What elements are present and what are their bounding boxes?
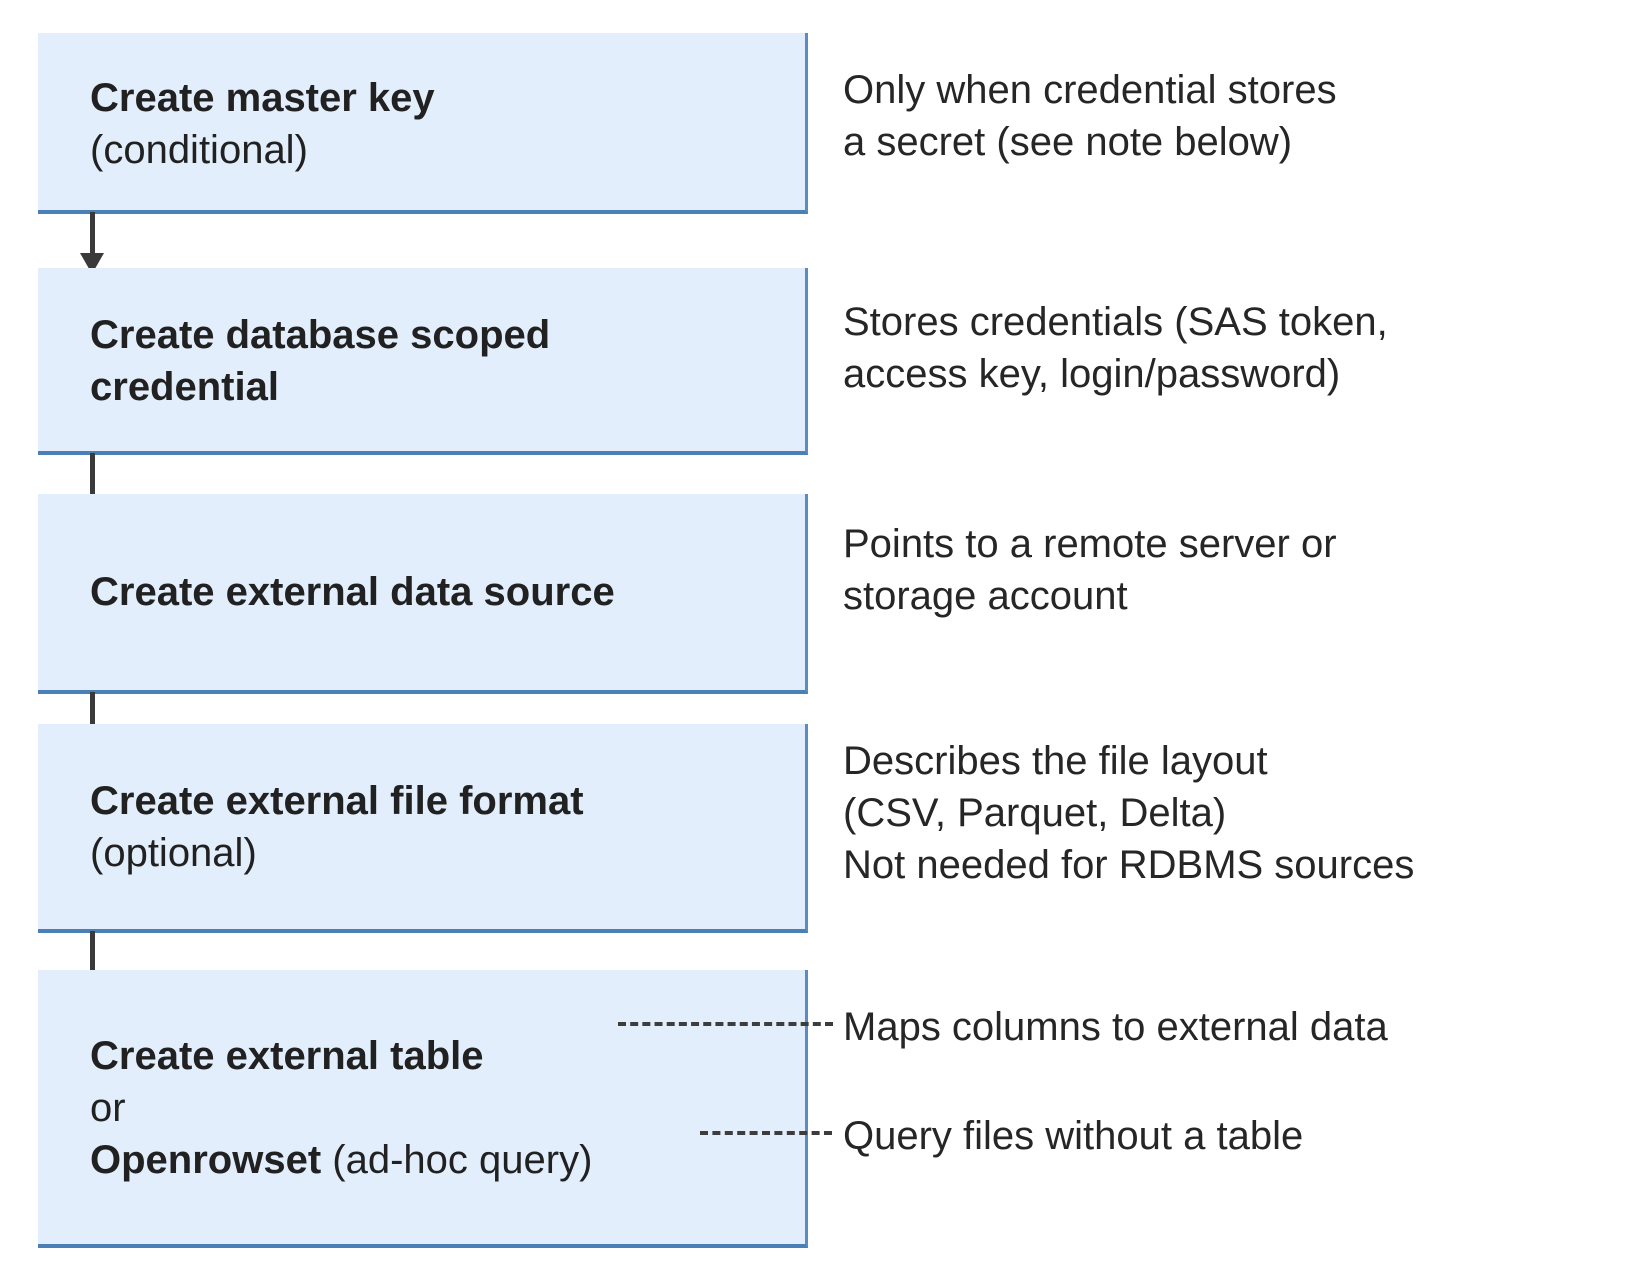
flow-step-master-key[interactable]: Create master key (conditional) bbox=[38, 33, 808, 214]
flow-step-master-key-subtitle: (conditional) bbox=[90, 127, 308, 172]
annotation-file-format-line-2: (CSV, Parquet, Delta) bbox=[843, 791, 1227, 835]
arrow-shaft-icon bbox=[90, 453, 95, 494]
annotation-master-key: Only when credential stores a secret (se… bbox=[843, 64, 1633, 168]
flow-step-external-table-title: Create external table bbox=[90, 1034, 484, 1078]
annotation-external-table-line-1: Maps columns to external data bbox=[843, 1005, 1388, 1049]
flow-step-openrowset-title: Openrowset bbox=[90, 1138, 322, 1182]
arrow-shaft-icon bbox=[90, 212, 95, 253]
annotation-file-format-line-3: Not needed for RDBMS sources bbox=[843, 843, 1415, 887]
annotation-file-format: Describes the file layout (CSV, Parquet,… bbox=[843, 735, 1633, 891]
annotation-data-source: Points to a remote server or storage acc… bbox=[843, 518, 1633, 622]
annotation-data-source-line-2: storage account bbox=[843, 574, 1128, 618]
annotation-file-format-line-1: Describes the file layout bbox=[843, 739, 1268, 783]
flow-step-file-format-content: Create external file format (optional) bbox=[38, 775, 805, 879]
annotation-scoped-credential-line-1: Stores credentials (SAS token, bbox=[843, 300, 1388, 344]
annotation-master-key-line-2: a secret (see note below) bbox=[843, 120, 1293, 164]
flow-step-external-table-content: Create external table or Openrowset (ad-… bbox=[38, 1028, 805, 1186]
annotation-master-key-line-1: Only when credential stores bbox=[843, 68, 1337, 112]
flow-step-external-table-separator: or bbox=[90, 1086, 126, 1130]
dashed-link-openrowset bbox=[700, 1131, 832, 1135]
flow-step-external-table[interactable]: Create external table or Openrowset (ad-… bbox=[38, 970, 808, 1248]
annotation-openrowset: Query files without a table bbox=[843, 1110, 1633, 1162]
arrow-master-key-to-scoped-credential bbox=[80, 212, 104, 274]
annotation-openrowset-line-1: Query files without a table bbox=[843, 1114, 1304, 1158]
flow-step-file-format-subtitle: (optional) bbox=[90, 830, 257, 875]
dashed-link-external-table bbox=[618, 1022, 833, 1026]
flow-step-data-source[interactable]: Create external data source bbox=[38, 494, 808, 694]
flow-step-master-key-content: Create master key (conditional) bbox=[38, 68, 805, 176]
flow-step-scoped-credential-title-line2: credential bbox=[90, 364, 279, 409]
flow-step-scoped-credential[interactable]: Create database scoped credential bbox=[38, 268, 808, 455]
annotation-external-table: Maps columns to external data bbox=[843, 1001, 1633, 1053]
flow-step-data-source-title: Create external data source bbox=[90, 570, 615, 614]
arrow-shaft-icon bbox=[90, 692, 95, 733]
flow-step-openrowset-suffix: (ad-hoc query) bbox=[321, 1138, 593, 1182]
flow-step-file-format[interactable]: Create external file format (optional) bbox=[38, 724, 808, 933]
annotation-scoped-credential: Stores credentials (SAS token, access ke… bbox=[843, 296, 1633, 400]
flow-step-master-key-title: Create master key bbox=[90, 75, 435, 120]
arrow-shaft-icon bbox=[90, 931, 95, 972]
flow-step-scoped-credential-title-line1: Create database scoped bbox=[90, 312, 551, 357]
flow-step-openrowset-title-row: Openrowset (ad-hoc query) bbox=[90, 1134, 805, 1186]
annotation-data-source-line-1: Points to a remote server or bbox=[843, 522, 1337, 566]
flow-step-file-format-title: Create external file format bbox=[90, 778, 584, 823]
flow-step-data-source-content: Create external data source bbox=[38, 566, 805, 618]
flow-step-scoped-credential-content: Create database scoped credential bbox=[38, 307, 805, 413]
annotation-scoped-credential-line-2: access key, login/password) bbox=[843, 352, 1341, 396]
